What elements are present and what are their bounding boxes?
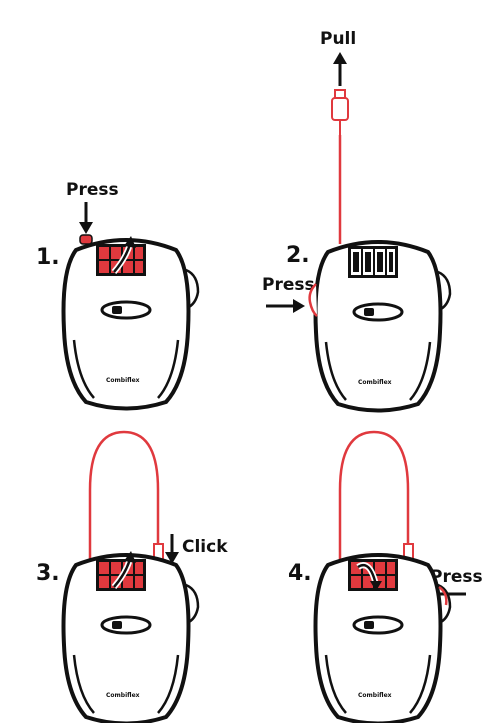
side-button-icon — [438, 585, 448, 606]
step-2-right-arrow-icon — [266, 299, 305, 313]
side-button-icon — [308, 283, 318, 317]
step-2-up-arrow-icon — [333, 52, 347, 86]
step-4-lock: Combiflex — [313, 553, 452, 726]
step-4-model: Combiflex — [358, 692, 392, 699]
step-4-number: 4. — [288, 561, 312, 586]
step-3-down-arrow-icon — [165, 534, 179, 564]
step-3: 3. Click Combiflex — [36, 430, 228, 726]
step-2-press-label: Press — [262, 275, 315, 295]
step-3-model: Combiflex — [106, 692, 140, 699]
step-3-number: 3. — [36, 561, 60, 586]
step-2: 2. Pull Press Combiflex — [262, 29, 452, 413]
step-2-cable — [331, 89, 349, 244]
release-button-icon — [79, 234, 93, 245]
step-2-number: 2. — [286, 243, 310, 268]
step-1-model: Combiflex — [106, 377, 140, 384]
step-1-lock: Combiflex — [61, 234, 200, 411]
step-1-number: 1. — [36, 245, 60, 270]
step-1: 1. Press Combiflex — [36, 180, 200, 411]
step-2-pull-label: Pull — [320, 29, 356, 49]
step-2-lock: Combiflex — [308, 240, 452, 413]
step-3-cable-loop — [88, 430, 160, 560]
step-2-model: Combiflex — [358, 379, 392, 386]
step-4: 4. Press Combiflex — [288, 430, 483, 726]
step-3-lock: Combiflex — [61, 551, 200, 726]
step-4-cable-loop — [338, 430, 410, 560]
step-4-press-label: Press — [430, 567, 483, 587]
step-3-click-label: Click — [182, 537, 228, 557]
step-1-press-label: Press — [66, 180, 119, 200]
step-1-down-arrow-icon — [79, 202, 93, 234]
